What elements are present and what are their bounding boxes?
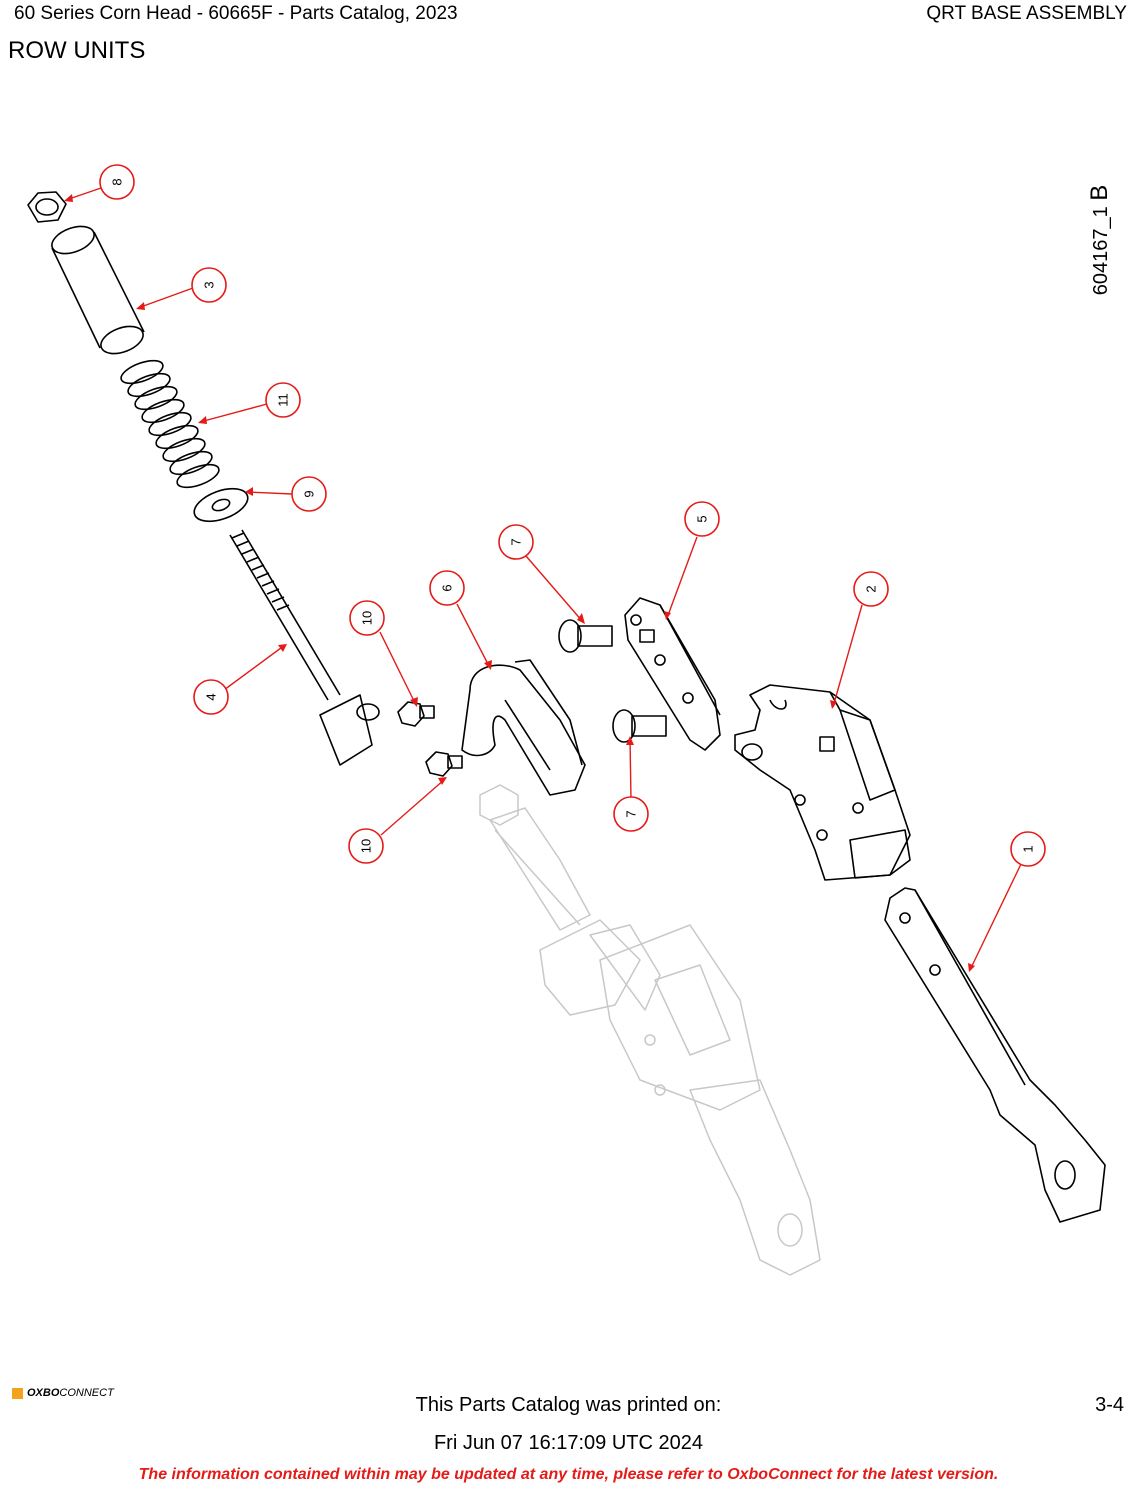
svg-text:6: 6 [440, 584, 455, 591]
part-sleeve [51, 225, 145, 355]
callout-10-lower: 10 [348, 828, 384, 864]
svg-text:5: 5 [695, 515, 710, 522]
callout-10-upper: 10 [349, 600, 385, 636]
oxbo-connect-logo: OXBOCONNECT [12, 1387, 114, 1399]
part-carriage-bolt-upper [558, 619, 613, 653]
callout-7-lower: 7 [613, 796, 649, 832]
logo-light: CONNECT [59, 1387, 114, 1399]
page-number: 3-4 [1095, 1394, 1124, 1416]
part-hex-nut [27, 191, 67, 223]
disclaimer: The information contained within may be … [138, 1466, 999, 1483]
part-base-bracket [734, 684, 911, 881]
svg-text:2: 2 [864, 585, 879, 592]
part-latch [461, 659, 586, 796]
callout-7-upper: 7 [498, 524, 534, 560]
svg-text:9: 9 [302, 490, 317, 497]
svg-text:11: 11 [276, 393, 291, 407]
part-flange-bolt-lower [425, 751, 463, 777]
part-arm [884, 887, 1106, 1223]
part-flange-bolt-upper [397, 701, 435, 727]
svg-text:10: 10 [359, 839, 374, 853]
part-spring [120, 359, 220, 489]
svg-text:10: 10 [360, 611, 375, 625]
part-threaded-rod [229, 529, 380, 766]
callout-9: 9 [291, 476, 327, 512]
callout-4: 4 [193, 679, 229, 715]
callout-1: 1 [1010, 831, 1046, 867]
svg-text:3: 3 [202, 281, 217, 288]
assembly-title: QRT BASE ASSEMBLY [926, 3, 1127, 24]
part-carriage-bolt-lower [612, 709, 667, 743]
part-washer [193, 487, 249, 523]
printed-label: This Parts Catalog was printed on: [415, 1394, 722, 1416]
callout-3: 3 [191, 267, 227, 303]
callout-balloons: 8 3 11 9 4 10 10 6 [99, 164, 1046, 867]
leader-lines [65, 187, 1022, 971]
callout-5: 5 [684, 501, 720, 537]
part-plate [624, 597, 721, 751]
leader-arrowheads [64, 194, 975, 972]
svg-text:4: 4 [204, 693, 219, 700]
callout-11: 11 [265, 382, 301, 418]
logo-bold: OXBO [27, 1387, 60, 1399]
printed-date: Fri Jun 07 16:17:09 UTC 2024 [433, 1432, 704, 1454]
logo-mark-icon [12, 1387, 23, 1399]
svg-text:8: 8 [110, 178, 125, 185]
svg-text:1: 1 [1021, 845, 1036, 852]
callout-8: 8 [99, 164, 135, 200]
callout-2: 2 [853, 571, 889, 607]
svg-text:7: 7 [624, 810, 639, 817]
logo-wordmark: OXBOCONNECT [27, 1387, 114, 1399]
section-title: ROW UNITS [8, 37, 146, 64]
svg-text:7: 7 [509, 538, 524, 545]
catalog-title: 60 Series Corn Head - 60665F - Parts Cat… [14, 3, 458, 24]
assembled-ghost-view [479, 784, 821, 1276]
callout-6: 6 [429, 570, 465, 606]
